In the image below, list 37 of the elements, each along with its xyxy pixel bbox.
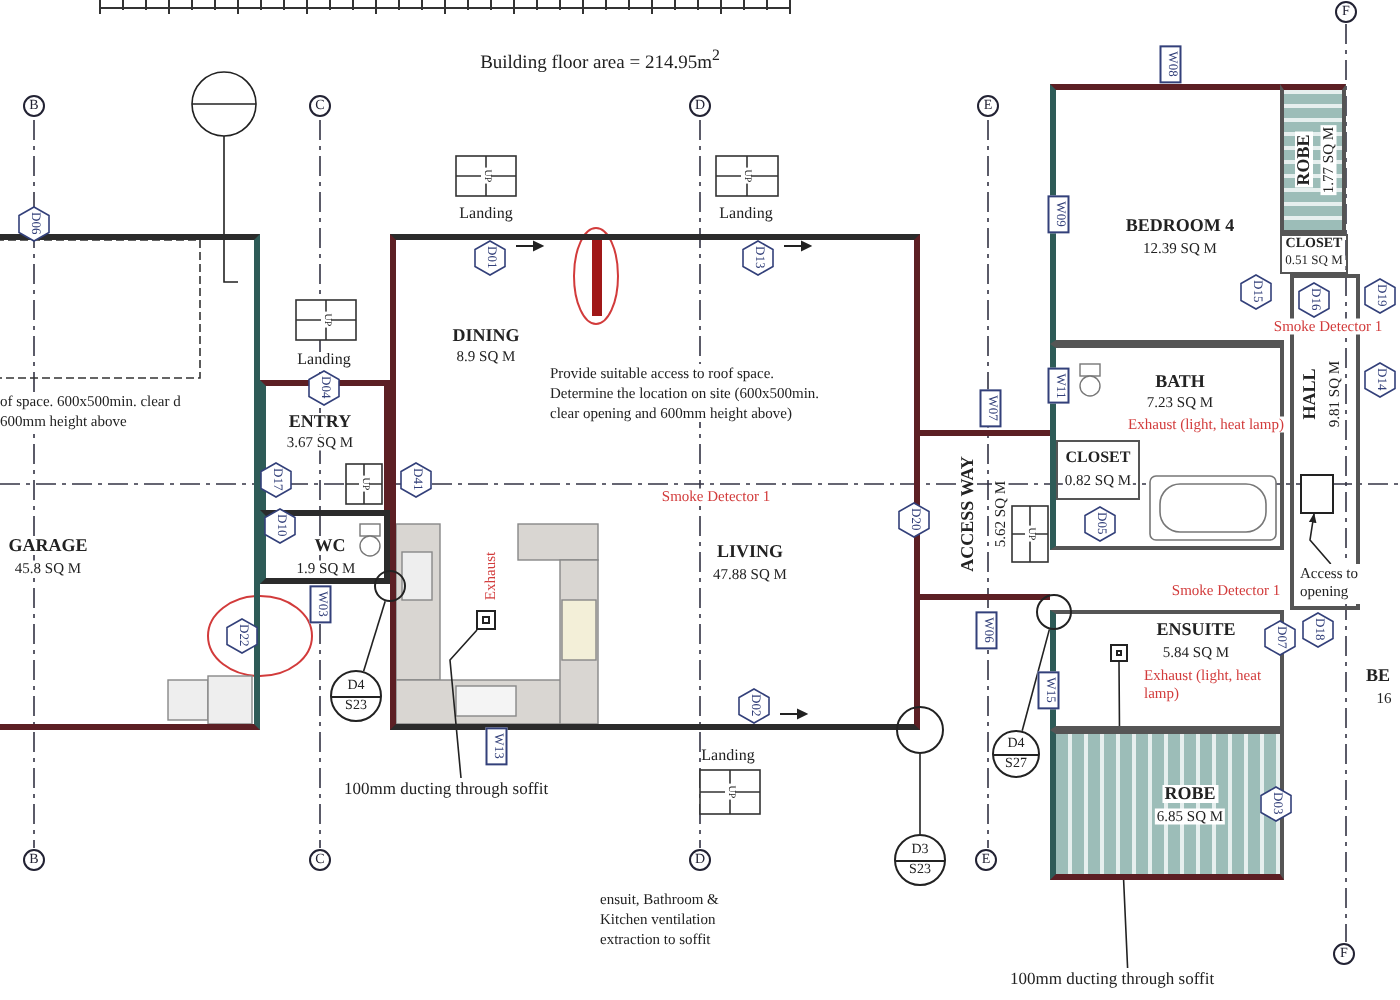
leader-line: [1308, 513, 1332, 565]
leader-line: [1021, 628, 1051, 732]
room-name: CLOSET: [1063, 450, 1133, 466]
room: [1280, 234, 1348, 274]
room-name: BEDROOM 4: [1123, 217, 1237, 235]
wall-marker-circle: [374, 570, 406, 602]
room-name: BE: [1366, 667, 1390, 685]
title-text: Building floor area = 214.95m$^{2}$: [480, 45, 720, 75]
landing-label: Landing: [459, 206, 513, 222]
room-name: HALL: [1301, 366, 1319, 422]
wall-marker-circle: [896, 706, 944, 754]
room: [1050, 730, 1284, 880]
room-name: ROBE: [1162, 785, 1218, 803]
section-callout: [992, 730, 1040, 778]
leader-line: [362, 600, 386, 672]
room-name: BATH: [1153, 373, 1207, 391]
room-name: ENTRY: [286, 413, 354, 431]
room-name: ACCESS WAY: [959, 454, 977, 574]
room-name: WC: [312, 537, 348, 555]
exhaust-fan-icon: [1110, 644, 1128, 662]
room-name: GARAGE: [6, 537, 90, 555]
section-callout: [894, 834, 946, 886]
room-name: DINING: [450, 327, 522, 345]
room-name: LIVING: [715, 543, 785, 561]
section-callout: [330, 670, 382, 722]
leader-line: [449, 629, 478, 779]
landing-label: Landing: [719, 206, 773, 222]
landing-label: Landing: [297, 352, 351, 368]
leader-line: [919, 753, 921, 835]
room-name: ENSUITE: [1154, 621, 1238, 639]
room: [1280, 84, 1346, 234]
room-name: ROBE: [1295, 132, 1313, 188]
wall-marker-circle: [1036, 594, 1072, 630]
room: [1056, 440, 1140, 500]
access-hatch: [1300, 474, 1334, 514]
exhaust-fan-icon: [476, 610, 496, 630]
landing-label: Landing: [701, 748, 755, 764]
